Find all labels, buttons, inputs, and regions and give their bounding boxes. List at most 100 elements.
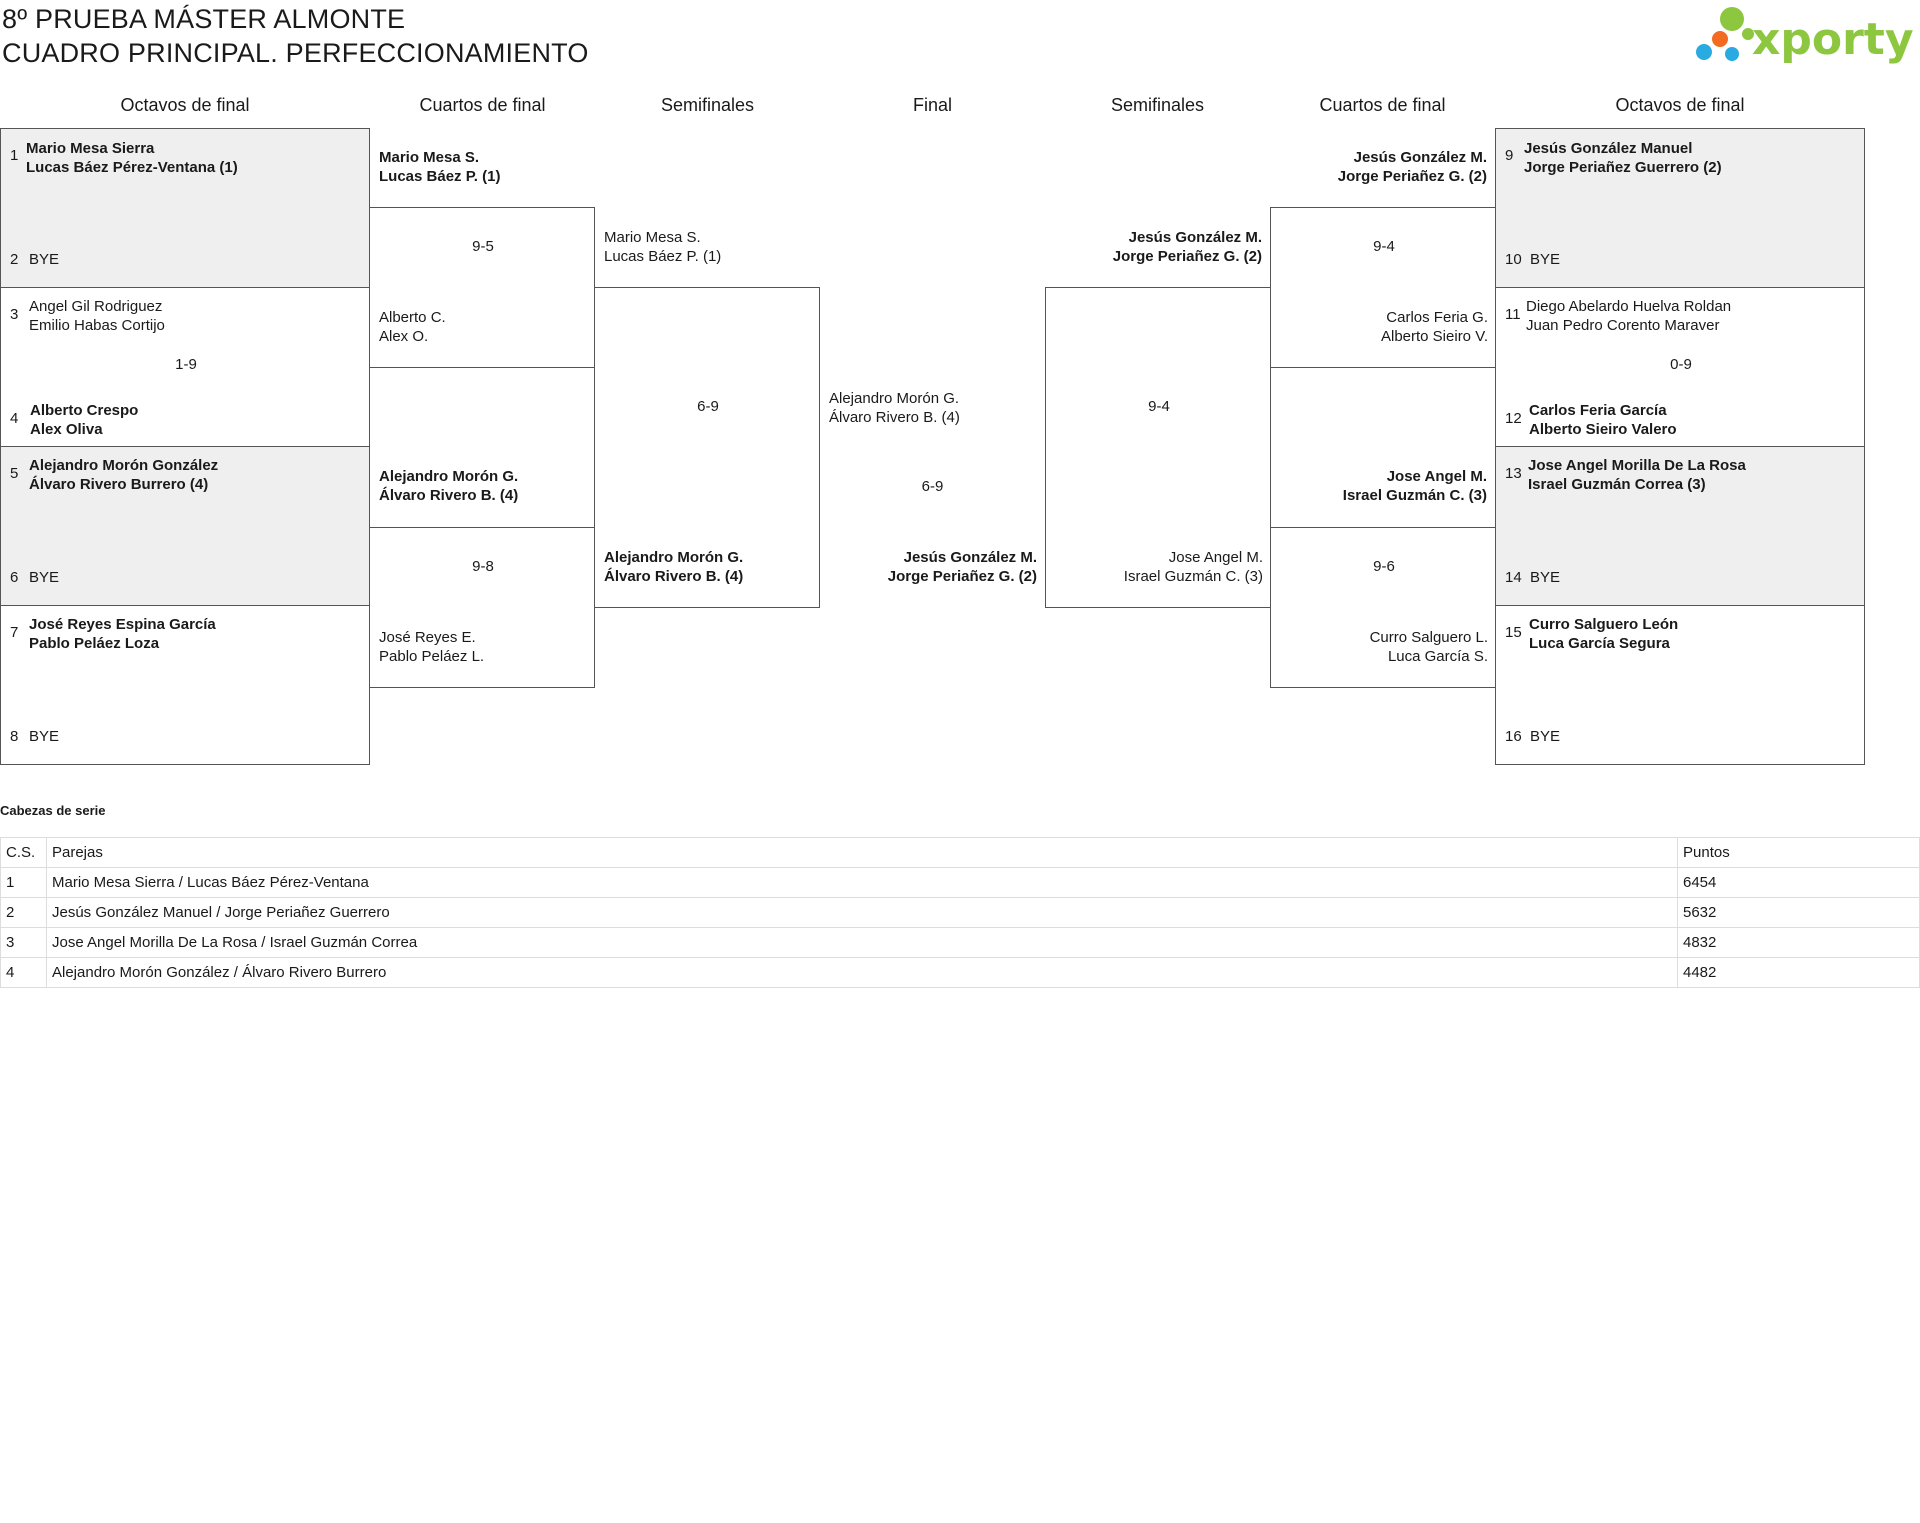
qf-left-2-top-name: Álvaro Rivero B. (4) [379, 487, 519, 504]
round-label-right-qf: Cuartos de final [1319, 95, 1446, 115]
cell-points: 4482 [1677, 957, 1920, 988]
player-name: BYE [1530, 251, 1561, 268]
cell-points: 5632 [1677, 897, 1920, 928]
sf-left-top-name: Lucas Báez P. (1) [604, 248, 722, 265]
seed-number: 1 [10, 147, 19, 164]
cell-pair: Jose Angel Morilla De La Rosa / Israel G… [46, 927, 1678, 958]
qf-left-match-2: 9-8 José Reyes E. Pablo Peláez L. [369, 527, 595, 688]
seed-number: 5 [10, 465, 19, 482]
sf-right-top-name: Jorge Periañez G. (2) [1112, 248, 1262, 265]
seed-number: 3 [10, 306, 19, 323]
table-row: 2 Jesús González Manuel / Jorge Periañez… [0, 897, 1920, 928]
seed-number: 16 [1505, 728, 1522, 745]
player-name: Alberto Crespo [30, 402, 139, 419]
sf-right-match: 9-4 Jose Angel M. Israel Guzmán C. (3) [1045, 287, 1271, 608]
seed-number: 13 [1505, 465, 1522, 482]
seed-number: 12 [1505, 410, 1522, 427]
final-bottom-name: Jorge Periañez G. (2) [887, 568, 1037, 585]
seed-number: 2 [10, 251, 19, 268]
player-name: Jorge Periañez Guerrero (2) [1524, 159, 1722, 176]
round-label-right-r16: Octavos de final [1615, 95, 1745, 115]
cell-points: 6454 [1677, 867, 1920, 898]
seed-number: 10 [1505, 251, 1522, 268]
player-name: Israel Guzmán C. (3) [1123, 568, 1263, 585]
player-name: Pablo Peláez L. [379, 648, 485, 665]
player-name: Curro Salguero L. [1369, 629, 1488, 646]
player-name: Alberto Sieiro Valero [1529, 421, 1677, 438]
player-name: Pablo Peláez Loza [29, 635, 160, 652]
seed-number: 6 [10, 569, 19, 586]
xporty-logo: xporty [1696, 7, 1914, 65]
r16-right-match-2: 11 Diego Abelardo Huelva Roldan Juan Ped… [1495, 287, 1865, 447]
seed-number: 15 [1505, 624, 1522, 641]
seed-number: 8 [10, 728, 19, 745]
qf-left-1-top-name: Mario Mesa S. [379, 149, 480, 166]
player-name: Carlos Feria García [1529, 402, 1667, 419]
player-name: Alejandro Morón G. [604, 549, 744, 566]
r16-right-match-3: 13 Jose Angel Morilla De La Rosa Israel … [1495, 446, 1865, 606]
round-label-left-sf: Semifinales [660, 95, 755, 115]
player-name: Alejandro Morón González [29, 457, 219, 474]
seed-number: 4 [10, 410, 19, 427]
player-name: Mario Mesa Sierra [26, 140, 155, 157]
seeds-table: C.S. Parejas Puntos 1 Mario Mesa Sierra … [0, 837, 1920, 988]
cell-pair: Alejandro Morón González / Álvaro Rivero… [46, 957, 1678, 988]
match-score: 9-4 [1373, 238, 1395, 255]
player-name: Jose Angel Morilla De La Rosa [1528, 457, 1746, 474]
seeds-title: Cabezas de serie [0, 803, 106, 818]
player-name: Luca García S. [1387, 648, 1488, 665]
final-score: 6-9 [921, 478, 944, 495]
round-label-right-sf: Semifinales [1110, 95, 1205, 115]
table-row: 4 Alejandro Morón González / Álvaro Rive… [0, 957, 1920, 988]
qf-right-1-top-name: Jorge Periañez G. (2) [1337, 168, 1487, 185]
seed-number: 7 [10, 624, 19, 641]
table-row: 3 Jose Angel Morilla De La Rosa / Israel… [0, 927, 1920, 958]
seed-number: 9 [1505, 147, 1514, 164]
player-name: Alberto C. [379, 309, 446, 326]
qf-right-match-2: 9-6 Curro Salguero L. Luca García S. [1270, 527, 1496, 688]
qf-left-2-top-name: Alejandro Morón G. [379, 468, 519, 485]
player-name: Israel Guzmán Correa (3) [1528, 476, 1706, 493]
seed-number: 11 [1505, 306, 1521, 323]
player-name: BYE [29, 251, 60, 268]
round-label-left-r16: Octavos de final [120, 95, 250, 115]
qf-left-match-1: 9-5 Alberto C. Alex O. [369, 207, 595, 368]
final-top-name: Alejandro Morón G. [829, 390, 960, 407]
player-name: Diego Abelardo Huelva Roldan [1526, 298, 1732, 315]
seed-number: 14 [1505, 569, 1522, 586]
player-name: Alberto Sieiro V. [1380, 328, 1488, 345]
title-line-2: CUADRO PRINCIPAL. PERFECCIONAMIENTO [2, 38, 589, 68]
cell-seed: 4 [0, 957, 47, 988]
match-score: 9-6 [1373, 558, 1395, 575]
r16-left-match-3: 5 Alejandro Morón González Álvaro Rivero… [0, 446, 370, 606]
round-label-left-qf: Cuartos de final [419, 95, 546, 115]
cell-pair: Mario Mesa Sierra / Lucas Báez Pérez-Ven… [46, 867, 1678, 898]
r16-left-match-4: 7 José Reyes Espina García Pablo Peláez … [0, 605, 370, 765]
player-name: José Reyes E. [379, 629, 476, 646]
page-title: 8º PRUEBA MÁSTER ALMONTE CUADRO PRINCIPA… [2, 2, 589, 70]
sf-right-top-name: Jesús González M. [1128, 229, 1262, 246]
logo-text: xporty [1752, 14, 1914, 65]
cell-seed: 2 [0, 897, 47, 928]
player-name: José Reyes Espina García [29, 616, 216, 633]
player-name: BYE [1530, 728, 1561, 745]
player-name: BYE [1530, 569, 1561, 586]
sf-left-top-name: Mario Mesa S. [604, 229, 701, 246]
column-header-puntos: Puntos [1677, 837, 1920, 868]
sf-left-match: 6-9 Alejandro Morón G. Álvaro Rivero B. … [594, 287, 820, 608]
match-score: 9-4 [1148, 398, 1170, 415]
cell-pair: Jesús González Manuel / Jorge Periañez G… [46, 897, 1678, 928]
qf-right-1-top-name: Jesús González M. [1353, 149, 1487, 166]
title-line-1: 8º PRUEBA MÁSTER ALMONTE [2, 4, 406, 34]
player-name: Curro Salguero León [1529, 616, 1679, 633]
qf-right-2-top-name: Jose Angel M. [1386, 468, 1487, 485]
player-name: Jesús González Manuel [1524, 140, 1693, 157]
player-name: BYE [29, 569, 60, 586]
cell-points: 4832 [1677, 927, 1920, 958]
r16-right-match-4: 15 Curro Salguero León Luca García Segur… [1495, 605, 1865, 765]
cell-seed: 3 [0, 927, 47, 958]
table-row: 1 Mario Mesa Sierra / Lucas Báez Pérez-V… [0, 867, 1920, 898]
player-name: Jose Angel M. [1168, 549, 1263, 566]
player-name: Juan Pedro Corento Maraver [1526, 317, 1720, 334]
match-score: 6-9 [697, 398, 719, 415]
